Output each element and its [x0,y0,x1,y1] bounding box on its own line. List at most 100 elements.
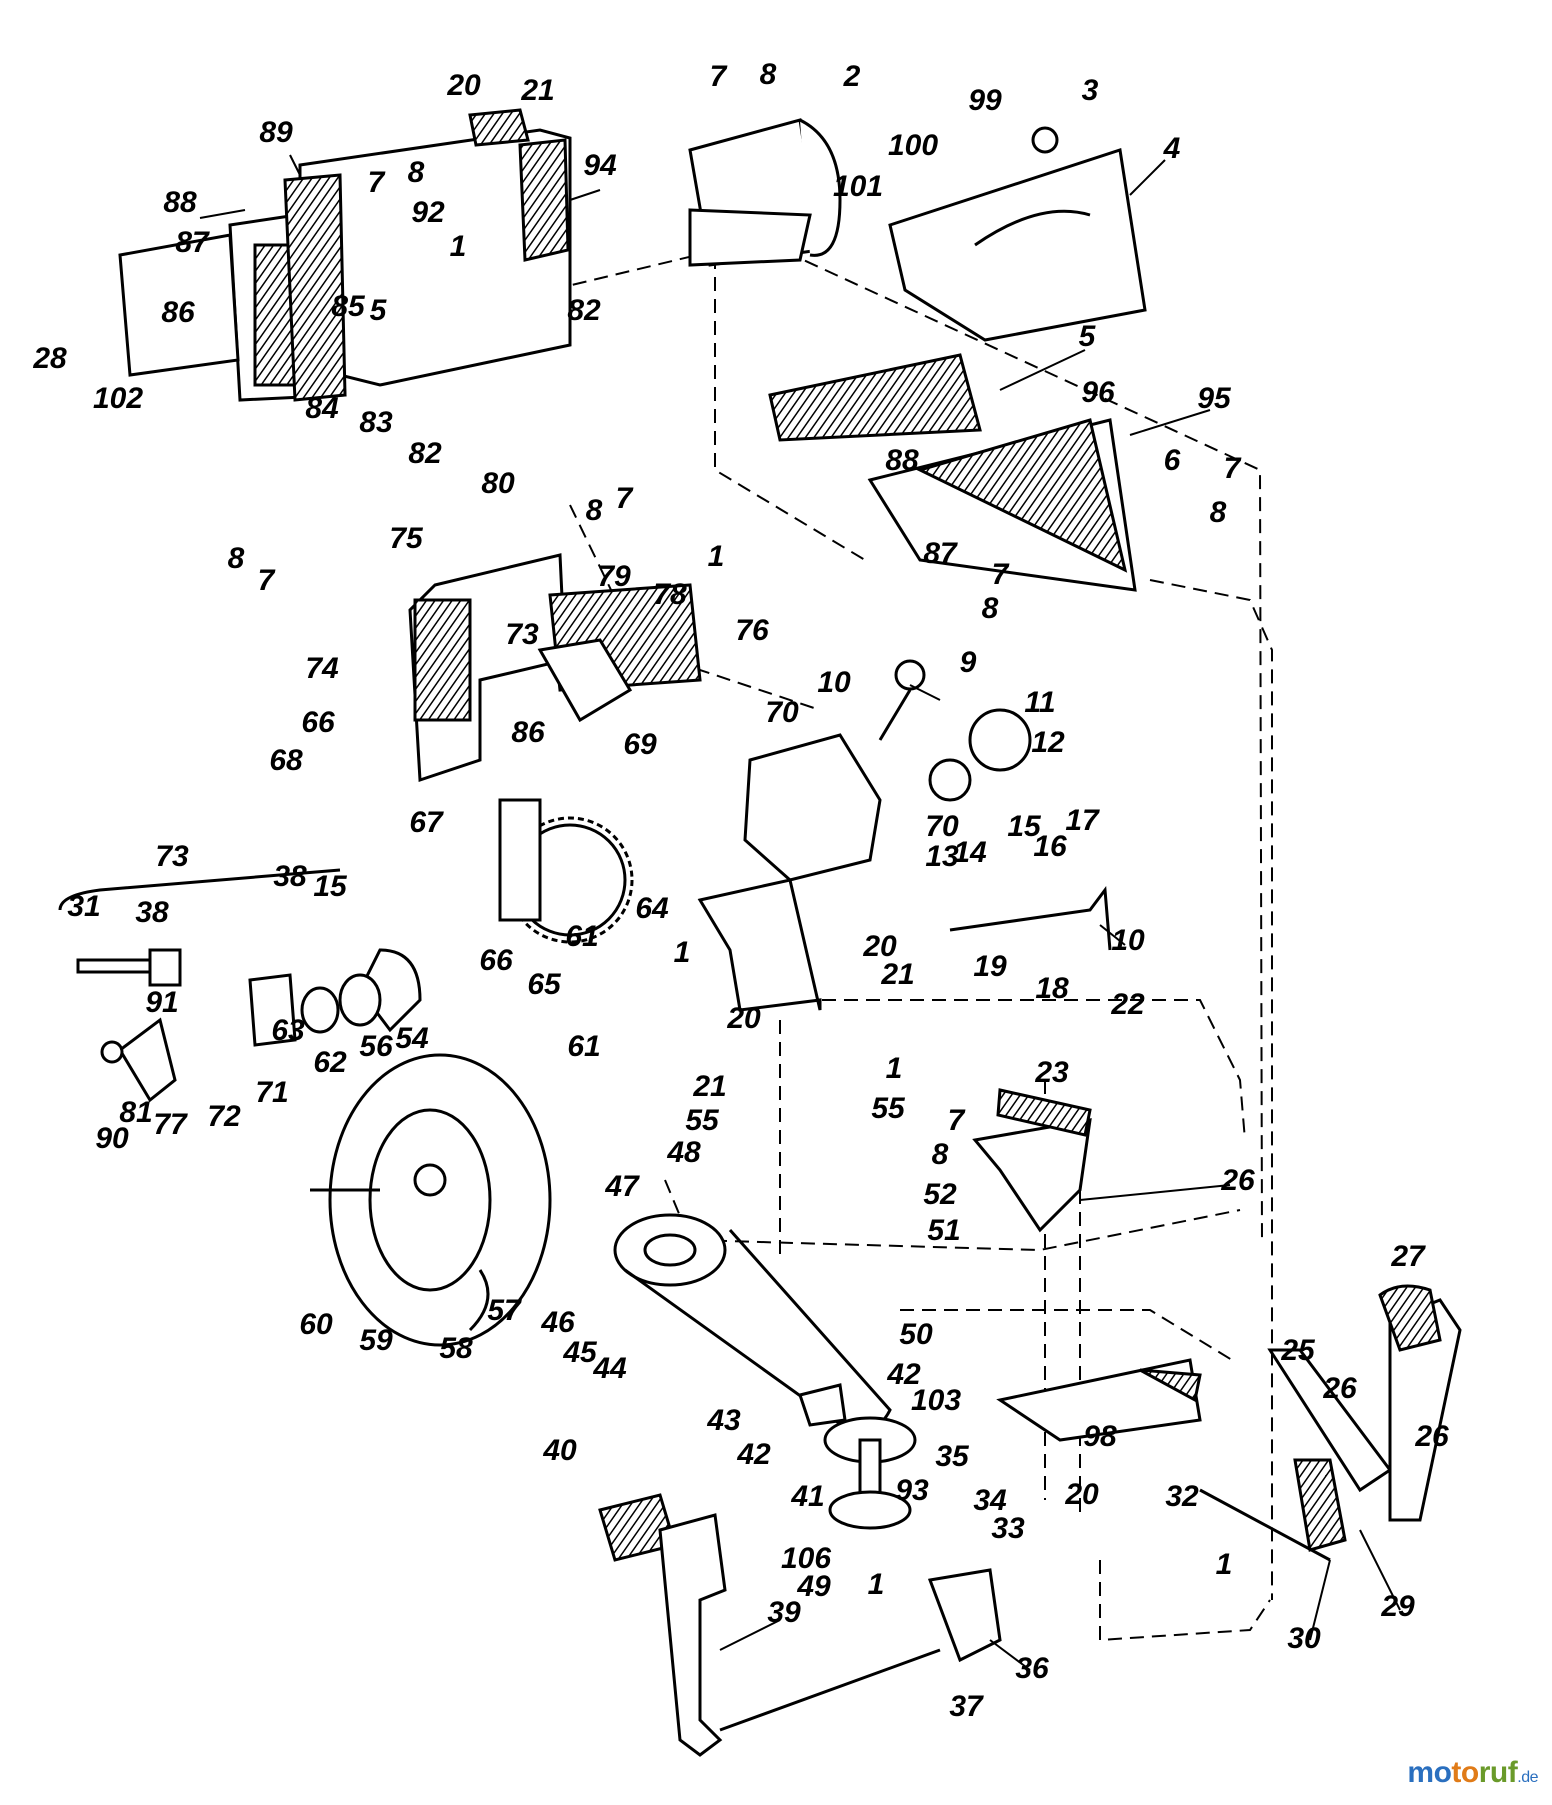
callout-c-68: 68 [269,744,303,777]
callout-c-27: 27 [1390,1240,1426,1273]
callout-c-1e: 1 [868,1568,885,1601]
callout-c-1c: 1 [674,936,691,969]
callout-c-42a: 42 [886,1358,921,1391]
callout-c-8a: 8 [760,58,777,91]
pedal-linkage [996,1284,1462,1562]
callout-c-21b: 21 [880,958,914,991]
callout-c-75: 75 [389,522,424,555]
callout-c-87b: 87 [923,537,958,570]
callout-c-22: 22 [1110,988,1145,1021]
callout-c-20d: 20 [1064,1478,1099,1511]
callout-c-20b: 20 [862,930,897,963]
callout-c-71: 71 [255,1076,288,1109]
callout-c-15a: 15 [313,870,348,903]
callout-c-48: 48 [666,1136,701,1169]
callout-c-12: 12 [1031,726,1065,759]
callout-c-13: 13 [925,840,959,873]
callout-c-69: 69 [623,728,657,761]
callout-c-1b: 1 [708,540,725,573]
callout-c-1a: 1 [450,230,467,263]
callout-c-47: 47 [604,1170,640,1203]
callout-c-26c: 26 [1414,1420,1449,1453]
callout-c-31: 31 [67,890,100,923]
callout-c-84: 84 [305,392,339,425]
callout-c-14: 14 [953,836,987,869]
callout-c-7f: 7 [992,558,1010,591]
callout-c-8d: 8 [586,494,603,527]
callout-c-10b: 10 [1111,924,1145,957]
callout-c-90: 90 [95,1122,129,1155]
drive-belt [613,1213,917,1530]
callout-c-63: 63 [271,1014,305,1047]
engine [697,659,1112,1012]
callout-c-77: 77 [153,1108,188,1141]
callout-c-56: 56 [359,1030,393,1063]
callout-c-38b: 38 [135,896,169,929]
callout-c-67: 67 [409,806,444,839]
callout-c-78: 78 [653,578,687,611]
callout-c-79: 79 [597,560,631,593]
callout-c-51: 51 [927,1214,960,1247]
callout-c-8e: 8 [228,542,245,575]
callout-c-102: 102 [93,382,143,415]
callout-c-49: 49 [796,1570,831,1603]
callout-c-92: 92 [411,196,445,229]
callout-c-57: 57 [487,1294,522,1327]
callout-c-32: 32 [1165,1480,1199,1513]
callout-c-61a: 61 [565,920,598,953]
callout-c-94: 94 [583,149,617,182]
callout-c-1f: 1 [1216,1548,1233,1581]
callout-c-17: 17 [1065,804,1100,837]
callout-c-21a: 21 [520,74,554,107]
callout-c-93: 93 [895,1474,929,1507]
callout-c-37: 37 [949,1690,984,1723]
callout-c-8c: 8 [1210,496,1227,529]
brand-part-3: ruf [1478,1756,1518,1789]
callout-c-8b: 8 [408,156,425,189]
brand-suffix: .de [1517,1769,1538,1786]
brand-part-2: to [1451,1756,1479,1789]
callout-c-7a: 7 [710,60,728,93]
callout-c-72: 72 [207,1100,241,1133]
callout-c-26a: 26 [1220,1164,1255,1197]
callout-c-5b: 5 [1079,320,1097,353]
callout-c-3: 3 [1082,74,1099,107]
callout-c-19: 19 [973,950,1007,983]
callout-c-6: 6 [1164,444,1181,477]
callout-c-70a: 70 [765,696,799,729]
brand-logo: motoruf.de [1407,1756,1538,1790]
callout-c-28a: 28 [32,342,67,375]
callout-c-59: 59 [359,1324,393,1357]
callout-c-99: 99 [968,84,1002,117]
callout-c-44: 44 [592,1352,627,1385]
callout-c-70b: 70 [925,810,959,843]
callout-c-101: 101 [833,170,883,203]
callout-c-20c: 20 [726,1002,761,1035]
callout-c-60: 60 [299,1308,333,1341]
callout-c-26b: 26 [1322,1372,1357,1405]
callout-c-61b: 61 [567,1030,600,1063]
callout-c-95: 95 [1197,382,1232,415]
callout-c-16: 16 [1033,830,1067,863]
callout-c-62: 62 [313,1046,347,1079]
callout-c-45: 45 [562,1336,598,1369]
callout-c-9: 9 [960,646,977,679]
side-panel-assembly [118,108,572,402]
callout-c-58: 58 [439,1332,473,1365]
brake-bracket [972,1088,1092,1233]
callout-c-34: 34 [973,1484,1007,1517]
callout-c-55a: 55 [685,1104,720,1137]
callout-c-29: 29 [1380,1590,1415,1623]
callout-c-8g: 8 [932,1138,949,1171]
callout-c-46: 46 [540,1306,575,1339]
dash-cover [888,126,1147,342]
callout-c-96: 96 [1081,376,1115,409]
callout-c-88b: 88 [885,444,919,477]
callout-c-43: 43 [706,1404,741,1437]
callout-c-21c: 21 [692,1070,726,1103]
callout-c-35: 35 [935,1440,970,1473]
callout-c-38a: 38 [273,860,307,893]
callout-c-50: 50 [899,1318,933,1351]
